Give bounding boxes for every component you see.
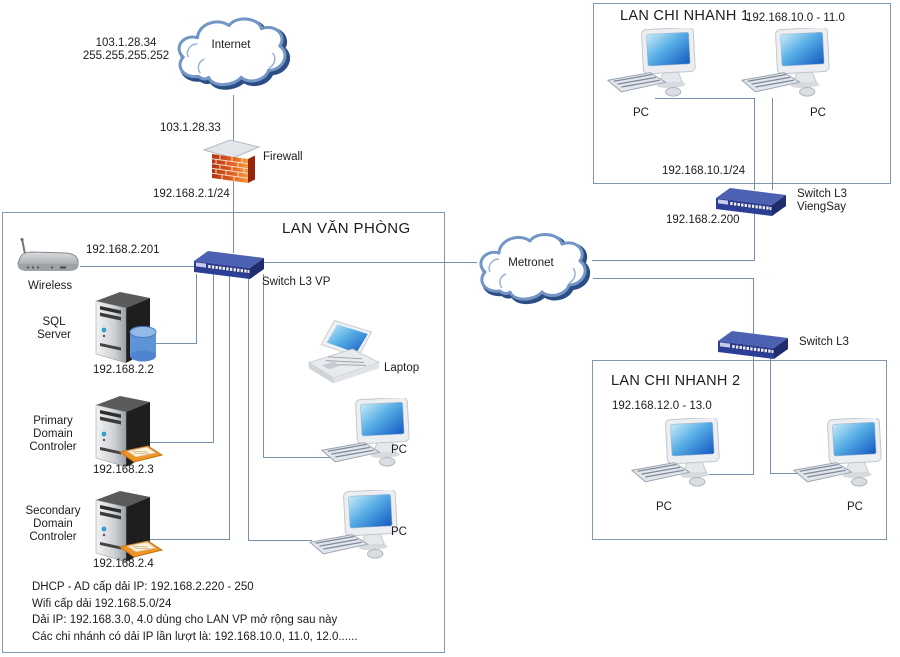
connector-line — [754, 98, 755, 190]
primary-dc-ip: 192.168.2.3 — [93, 464, 154, 476]
branch2-pc-right-label: PC — [847, 501, 863, 513]
branch2-ip-range: 192.168.12.0 - 13.0 — [612, 400, 712, 412]
internet-ip-block: 103.1.28.34 255.255.255.252 — [78, 37, 174, 63]
connector-line — [592, 260, 755, 261]
connector-line — [753, 278, 754, 334]
branch2-box — [592, 360, 887, 540]
secondary-dc-icon — [90, 489, 170, 567]
vp-notes: DHCP - AD cấp dải IP: 192.168.2.220 - 25… — [32, 581, 358, 647]
vp-pc2-icon — [308, 490, 404, 560]
connector-line — [655, 98, 755, 99]
connector-line — [233, 95, 234, 145]
connector-line — [148, 343, 197, 344]
internet-cloud-icon — [170, 6, 292, 100]
connector-line — [263, 274, 264, 458]
connector-line — [148, 442, 214, 443]
lan-vp-title: LAN VĂN PHÒNG — [282, 220, 411, 237]
firewall-icon — [202, 137, 262, 185]
firewall-lan-ip: 192.168.2.1/24 — [153, 188, 230, 200]
wireless-label: Wireless — [28, 280, 73, 292]
primary-dc-label: Primary Domain Controler — [29, 415, 77, 453]
firewall-wan-ip: 103.1.28.33 — [160, 122, 221, 134]
vp-pc1-icon — [320, 398, 416, 468]
branch2-title: LAN CHI NHANH 2 — [611, 373, 741, 389]
wireless-router-icon — [12, 238, 84, 280]
branch1-pc-right-icon — [740, 28, 836, 98]
lan-vp-box — [2, 212, 445, 653]
switch-viengsay-label: Switch L3 ViengSay — [797, 188, 847, 213]
branch2-pc-left-icon — [630, 418, 726, 488]
sql-server-icon — [90, 290, 170, 368]
sql-server-ip: 192.168.2.2 — [93, 364, 154, 376]
note-dhcp: DHCP - AD cấp dải IP: 192.168.2.220 - 25… — [32, 581, 254, 593]
connector-line — [150, 539, 230, 540]
branch1-pc-right-label: PC — [810, 107, 826, 119]
metronet-label: Metronet — [508, 257, 554, 269]
laptop-icon — [303, 320, 383, 386]
branch2-pc-left-label: PC — [656, 501, 672, 513]
note-wifi: Wifi cấp dải 192.168.5.0/24 — [32, 597, 172, 610]
connector-line — [213, 274, 214, 443]
switch-l3-vp-icon — [191, 248, 267, 282]
internet-label: Internet — [211, 39, 251, 51]
connector-line — [233, 181, 234, 253]
connector-line — [772, 98, 773, 190]
connector-line — [770, 352, 771, 473]
branch1-pc-left-icon — [606, 28, 702, 98]
internet-subnet-mask: 255.255.255.252 — [82, 50, 170, 62]
connector-line — [593, 278, 754, 279]
branch1-title: LAN CHI NHANH 1 — [620, 8, 750, 24]
connector-line — [196, 274, 197, 344]
connector-line — [770, 473, 811, 474]
primary-dc-icon — [90, 394, 170, 472]
switch-branch2-label: Switch L3 — [799, 336, 849, 348]
branch1-pc-left-label: PC — [633, 107, 649, 119]
connector-line — [700, 474, 754, 475]
secondary-dc-label: Secondary Domain Controler — [25, 505, 81, 543]
connector-line — [248, 540, 312, 541]
branch1-uplink-ip: 192.168.10.1/24 — [662, 165, 746, 177]
laptop-label: Laptop — [384, 362, 420, 374]
switch-vp-label: Switch L3 VP — [262, 276, 331, 288]
switch-branch2-icon — [715, 328, 791, 362]
connector-line — [80, 266, 196, 267]
sql-server-label: SQL Server — [37, 316, 71, 341]
firewall-label: Firewall — [263, 151, 303, 163]
vp-pc1-label: PC — [391, 444, 407, 456]
connector-line — [753, 352, 754, 474]
connector-line — [754, 214, 755, 261]
note-expansion: Dải IP: 192.168.3.0, 4.0 dùng cho LAN VP… — [32, 614, 338, 626]
branch1-ip-range: 192.168.10.0 - 11.0 — [746, 12, 845, 24]
connector-line — [248, 274, 249, 541]
wireless-ip: 192.168.2.201 — [86, 244, 160, 256]
connector-line — [263, 457, 341, 458]
branch2-pc-right-icon — [792, 418, 888, 488]
switch-viengsay-ip: 192.168.2.200 — [666, 214, 740, 226]
secondary-dc-ip: 192.168.2.4 — [93, 558, 154, 570]
branch1-box — [593, 3, 891, 184]
connector-line — [229, 274, 230, 540]
note-branches: Các chi nhánh có dải IP lần lượt là: 192… — [32, 630, 358, 643]
connector-line — [263, 262, 477, 263]
vp-pc2-label: PC — [391, 526, 407, 538]
internet-ip: 103.1.28.34 — [95, 37, 157, 49]
